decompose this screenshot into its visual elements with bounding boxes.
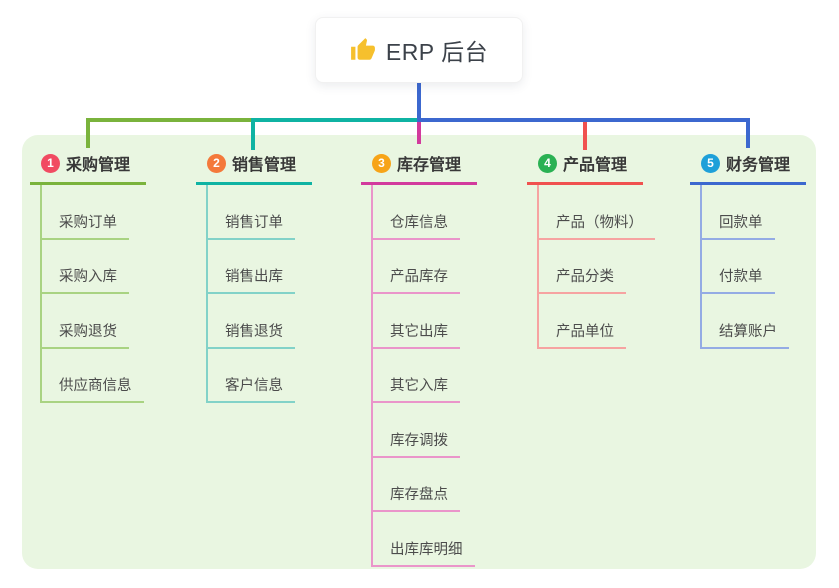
branch-title: 库存管理 <box>397 157 462 174</box>
branch-children: 仓库信息 产品库存 其它出库 其它入库 库存调拨 库存盘点 出库库明细 <box>371 185 477 567</box>
branch-number-badge: 4 <box>538 153 557 173</box>
branch-inventory: 3 库存管理 仓库信息 产品库存 其它出库 其它入库 库存调拨 库存盘点 出库库… <box>361 150 477 567</box>
child-node[interactable]: 采购入库 <box>42 240 129 294</box>
child-node[interactable]: 产品分类 <box>539 240 626 294</box>
branch-children: 销售订单 销售出库 销售退货 客户信息 <box>206 185 312 403</box>
branch-sales: 2 销售管理 销售订单 销售出库 销售退货 客户信息 <box>196 150 312 403</box>
branch-children: 产品（物料） 产品分类 产品单位 <box>537 185 655 349</box>
branch-number-badge: 1 <box>41 153 60 173</box>
branch-header-inventory[interactable]: 3 库存管理 <box>361 150 477 185</box>
canvas-panel <box>22 135 816 569</box>
branch-title: 产品管理 <box>563 157 628 174</box>
branch-number-badge: 3 <box>372 153 391 173</box>
child-node[interactable]: 结算账户 <box>702 294 789 349</box>
child-node[interactable]: 采购订单 <box>42 185 129 240</box>
branch-children: 采购订单 采购入库 采购退货 供应商信息 <box>40 185 146 403</box>
thumbs-up-icon <box>350 37 376 63</box>
branch-header-purchase[interactable]: 1 采购管理 <box>30 150 146 185</box>
branch-header-sales[interactable]: 2 销售管理 <box>196 150 312 185</box>
child-node[interactable]: 销售出库 <box>208 240 295 294</box>
child-node[interactable]: 库存调拨 <box>373 403 460 458</box>
child-node[interactable]: 库存盘点 <box>373 458 460 512</box>
root-title: ERP 后台 <box>385 39 489 65</box>
branch-purchase: 1 采购管理 采购订单 采购入库 采购退货 供应商信息 <box>30 150 146 403</box>
child-node[interactable]: 采购退货 <box>42 294 129 349</box>
branch-number-badge: 2 <box>207 153 226 173</box>
child-node[interactable]: 供应商信息 <box>42 349 144 403</box>
child-node[interactable]: 产品（物料） <box>539 185 655 240</box>
child-node[interactable]: 客户信息 <box>208 349 295 403</box>
child-node[interactable]: 仓库信息 <box>373 185 460 240</box>
branch-title: 财务管理 <box>726 157 791 174</box>
child-node[interactable]: 其它入库 <box>373 349 460 403</box>
branch-number-badge: 5 <box>701 153 720 173</box>
child-node[interactable]: 付款单 <box>702 240 775 294</box>
child-node[interactable]: 出库库明细 <box>373 512 475 567</box>
root-node[interactable]: ERP 后台 <box>315 17 523 83</box>
child-node[interactable]: 销售订单 <box>208 185 295 240</box>
branch-title: 采购管理 <box>66 157 131 174</box>
branch-header-finance[interactable]: 5 财务管理 <box>690 150 806 185</box>
branch-children: 回款单 付款单 结算账户 <box>700 185 806 349</box>
branch-title: 销售管理 <box>232 157 297 174</box>
child-node[interactable]: 其它出库 <box>373 294 460 349</box>
branch-finance: 5 财务管理 回款单 付款单 结算账户 <box>690 150 806 349</box>
branch-product: 4 产品管理 产品（物料） 产品分类 产品单位 <box>527 150 655 349</box>
child-node[interactable]: 销售退货 <box>208 294 295 349</box>
child-node[interactable]: 产品单位 <box>539 294 626 349</box>
child-node[interactable]: 回款单 <box>702 185 775 240</box>
child-node[interactable]: 产品库存 <box>373 240 460 294</box>
branch-header-product[interactable]: 4 产品管理 <box>527 150 643 185</box>
